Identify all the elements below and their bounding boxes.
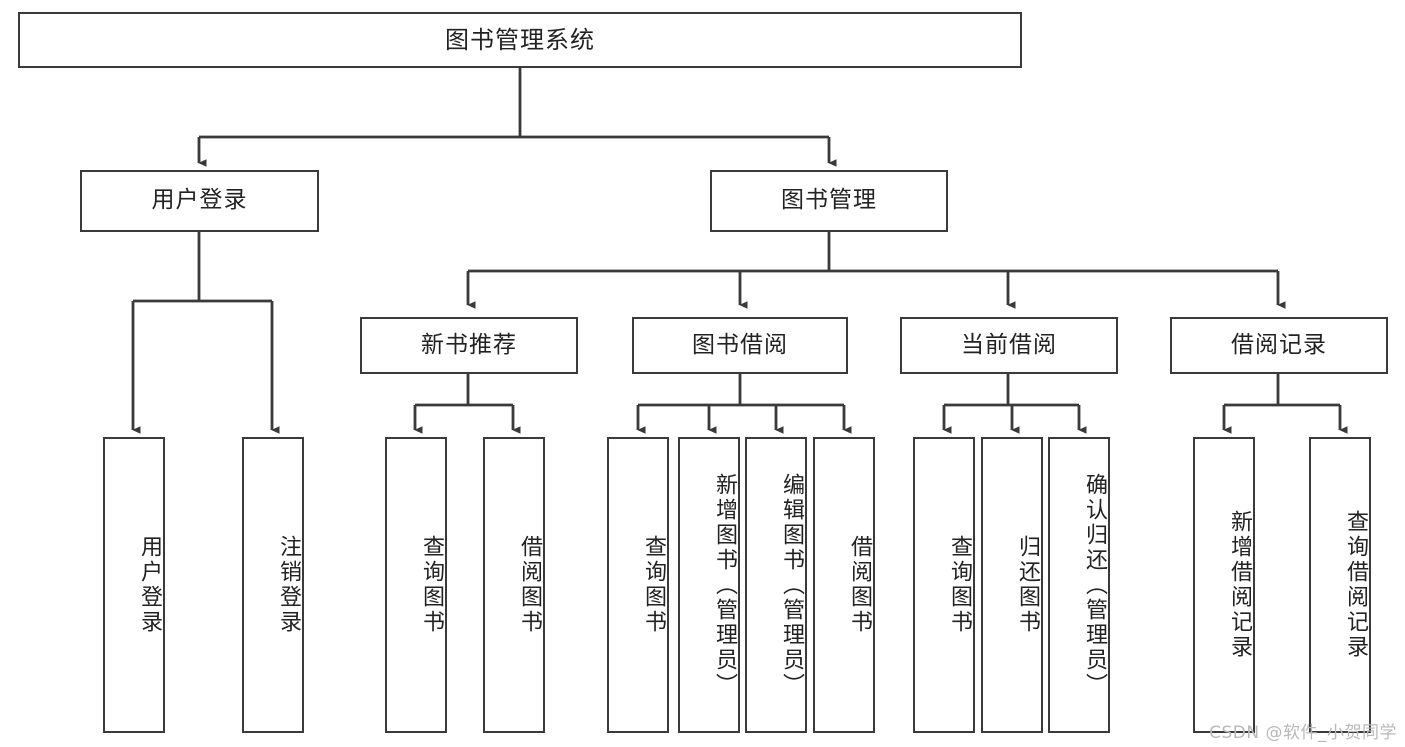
node-leaf-user-logout-label: 注销登录	[276, 535, 301, 635]
node-root[interactable]: 图书管理系统	[18, 12, 1022, 68]
node-leaf-return-book[interactable]: 归还图书	[981, 437, 1043, 733]
node-root-label: 图书管理系统	[445, 25, 595, 54]
node-leaf-user-logout[interactable]: 注销登录	[242, 437, 304, 733]
node-current-borrow[interactable]: 当前借阅	[900, 317, 1118, 374]
node-leaf-confirm-return[interactable]: 确认归还（管理员）	[1048, 437, 1110, 733]
node-leaf-query-record[interactable]: 查询借阅记录	[1309, 437, 1371, 733]
node-leaf-return-book-label: 归还图书	[1015, 535, 1040, 635]
node-book-manage-label: 图书管理	[781, 187, 877, 214]
watermark-text: CSDN @软件_小贺同学	[1209, 723, 1397, 743]
node-user-login[interactable]: 用户登录	[80, 170, 319, 232]
node-leaf-borrow-book-2[interactable]: 借阅图书	[813, 437, 875, 733]
node-leaf-add-record-label: 新增借阅记录	[1227, 510, 1252, 660]
node-leaf-query-book-1[interactable]: 查询图书	[385, 437, 447, 733]
node-leaf-query-book-3[interactable]: 查询图书	[913, 437, 975, 733]
node-book-manage[interactable]: 图书管理	[710, 170, 948, 232]
node-borrow-record[interactable]: 借阅记录	[1170, 317, 1388, 374]
node-current-borrow-label: 当前借阅	[961, 331, 1057, 358]
node-leaf-add-record[interactable]: 新增借阅记录	[1193, 437, 1255, 733]
node-leaf-query-book-1-label: 查询图书	[419, 535, 444, 635]
node-leaf-confirm-return-label: 确认归还（管理员）	[1082, 472, 1107, 698]
node-leaf-borrow-book-1-label: 借阅图书	[517, 535, 542, 635]
node-user-login-label: 用户登录	[151, 187, 248, 214]
node-leaf-query-book-3-label: 查询图书	[947, 535, 972, 635]
node-leaf-query-book-2[interactable]: 查询图书	[607, 437, 669, 733]
node-leaf-query-book-2-label: 查询图书	[641, 535, 666, 635]
node-leaf-borrow-book-1[interactable]: 借阅图书	[483, 437, 545, 733]
node-book-borrow[interactable]: 图书借阅	[632, 317, 848, 374]
node-leaf-user-login-label: 用户登录	[137, 535, 162, 635]
node-leaf-query-record-label: 查询借阅记录	[1343, 510, 1368, 660]
node-leaf-add-book-label: 新增图书（管理员）	[712, 472, 737, 698]
node-leaf-edit-book-label: 编辑图书（管理员）	[779, 472, 804, 698]
node-book-borrow-label: 图书借阅	[692, 331, 788, 358]
node-leaf-user-login[interactable]: 用户登录	[103, 437, 165, 733]
node-new-book-recommend-label: 新书推荐	[421, 331, 517, 358]
node-borrow-record-label: 借阅记录	[1231, 331, 1327, 358]
node-new-book-recommend[interactable]: 新书推荐	[360, 317, 578, 374]
node-leaf-add-book[interactable]: 新增图书（管理员）	[678, 437, 740, 733]
node-leaf-edit-book[interactable]: 编辑图书（管理员）	[745, 437, 807, 733]
node-leaf-borrow-book-2-label: 借阅图书	[847, 535, 872, 635]
